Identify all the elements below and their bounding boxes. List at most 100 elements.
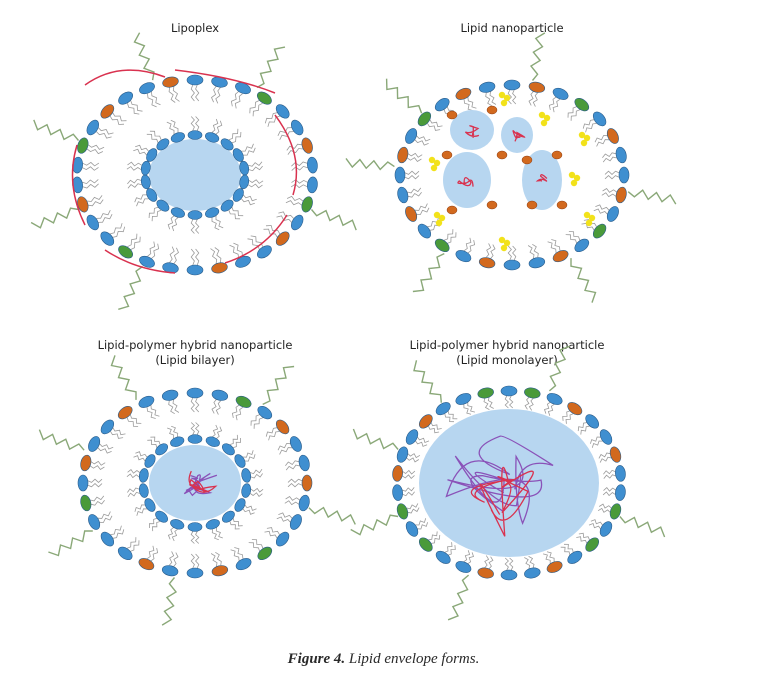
lipid-tail: [195, 84, 200, 102]
lipid-tail: [169, 246, 175, 263]
lipid-head: [418, 537, 433, 552]
lipid-tail: [133, 455, 146, 462]
aqueous-compartment: [522, 150, 562, 210]
lipid-tail: [243, 147, 256, 156]
lipid-head: [235, 395, 252, 408]
lipid-tail: [210, 248, 218, 264]
ionizable-lipid: [538, 111, 546, 119]
lipid-tail: [90, 495, 105, 502]
lipid-head: [289, 436, 302, 452]
lipid-head: [455, 561, 472, 573]
lipid-tail: [602, 152, 616, 159]
ionizable-lipid: [433, 159, 441, 167]
lipid-tail: [127, 491, 140, 498]
lipid-tail: [211, 86, 217, 103]
lipid-head: [205, 519, 220, 530]
lipid-tail: [416, 207, 430, 215]
lipid-tail: [228, 210, 241, 220]
lipid-tail: [417, 436, 430, 444]
lipid-tail: [527, 245, 535, 259]
lipid-tail: [82, 179, 99, 185]
lph-bilayer-diagram: [38, 355, 356, 626]
lipid-tail: [146, 407, 156, 419]
lipid-tail: [509, 557, 514, 571]
lipid-tail: [167, 527, 174, 540]
lipid-head: [117, 546, 133, 561]
lipid-head: [301, 137, 313, 154]
lipid-head: [138, 483, 149, 498]
lipid-tail: [97, 511, 111, 519]
lipid-tail: [444, 542, 453, 553]
lipid-tail: [212, 424, 219, 438]
lipid-tail: [170, 119, 179, 133]
lipid-tail: [214, 247, 222, 263]
title-line: Lipid-polymer hybrid nanoparticle: [97, 338, 293, 352]
lipid-head: [477, 387, 494, 399]
peg-chain: [447, 574, 470, 621]
lipid-tail: [96, 210, 111, 219]
peg-chain: [413, 360, 442, 403]
lipid-tail: [567, 106, 577, 118]
lipid-tail: [127, 161, 142, 167]
lipid-tail: [242, 194, 257, 202]
lipid-head: [574, 238, 590, 253]
lipid-head: [455, 87, 472, 100]
lipid-tail: [267, 115, 281, 127]
lipid-head: [606, 206, 619, 222]
lipid-head: [307, 176, 318, 194]
peg-chain: [256, 46, 286, 89]
lipid-head: [615, 465, 626, 482]
lipid-tail: [130, 540, 140, 552]
polymer-chain: [445, 435, 554, 526]
peg-chain: [385, 78, 423, 114]
lipid-head: [417, 111, 432, 127]
lipid-tail: [126, 417, 139, 427]
lipid-tail: [112, 529, 125, 539]
nucleic-acid-strand: [104, 249, 176, 274]
lipid-head: [500, 385, 518, 397]
peg-chain: [110, 355, 137, 400]
lipid-tail: [252, 102, 263, 117]
lipid-tail: [248, 161, 263, 167]
lipid-tail: [126, 166, 142, 171]
lipid-tail: [190, 397, 195, 413]
title-line: Lipid-polymer hybrid nanoparticle: [409, 338, 605, 352]
lipid-tail: [195, 531, 200, 544]
lipid-tail: [88, 199, 104, 207]
lipid-tail: [278, 512, 293, 519]
lipid-head: [170, 436, 185, 447]
lipid-tail: [485, 243, 492, 258]
lipid-tail: [195, 397, 200, 413]
lipid-tail: [87, 478, 103, 483]
lipid-tail: [151, 243, 160, 259]
lipid-head: [211, 565, 229, 577]
lipid-head: [146, 148, 158, 162]
lipid-head: [435, 402, 451, 416]
lipid-tail: [504, 395, 509, 409]
lipid-tail: [211, 217, 220, 231]
lipid-tail: [167, 215, 175, 230]
ionizable-lipid: [430, 164, 438, 172]
peg-chain: [310, 209, 357, 231]
lipid-tail: [147, 439, 158, 448]
lipid-tail: [577, 422, 587, 432]
lipid-head: [478, 81, 496, 93]
lipid-tail: [135, 144, 149, 152]
lipid-head: [397, 186, 409, 204]
lipid-tail: [127, 487, 140, 493]
ionizable-lipid: [500, 244, 508, 252]
lipid-tail: [428, 426, 440, 434]
lipid-tail: [447, 232, 457, 244]
lipid-tail: [588, 522, 601, 530]
lipid-tail: [490, 244, 496, 259]
lipid-tail: [291, 161, 308, 167]
lipid-tail: [430, 422, 442, 430]
lipid-head: [291, 214, 304, 231]
lipid-tail: [414, 203, 428, 211]
lipid-head: [289, 514, 302, 530]
lipid-tail: [467, 240, 476, 254]
lipid-tail: [250, 473, 263, 479]
lipid-tail: [604, 170, 620, 175]
lipid-tail: [147, 93, 157, 108]
lipid-tail: [565, 234, 578, 244]
